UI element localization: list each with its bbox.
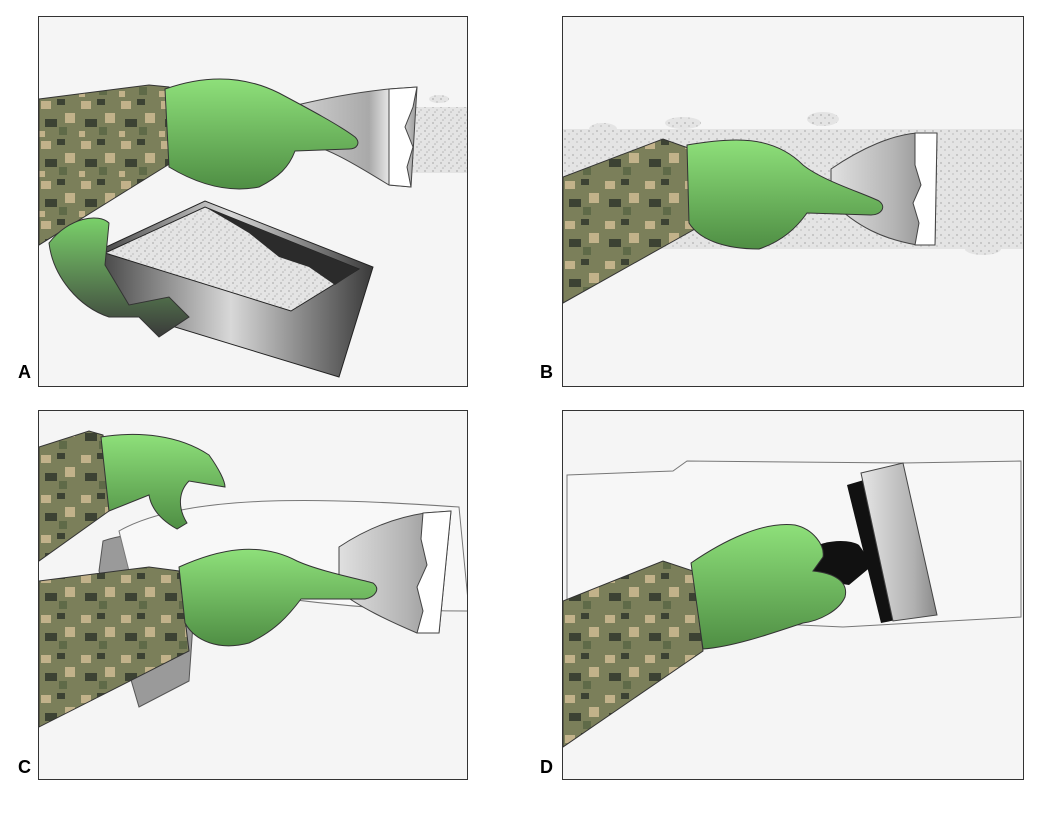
camo-sleeve-upper xyxy=(39,430,110,562)
tray xyxy=(88,200,374,378)
panel-a xyxy=(38,16,468,387)
gloved-hand-pointing xyxy=(178,548,378,647)
gloved-hand-pointing xyxy=(686,139,884,250)
panel-label-b: B xyxy=(540,362,553,382)
panel-b-illustration xyxy=(563,112,1023,304)
putty-knife xyxy=(830,132,938,246)
gloved-hand-pointing xyxy=(164,78,359,190)
gloved-hand-gripping xyxy=(690,523,847,650)
camo-sleeve-lower xyxy=(39,566,190,728)
panel-c-illustration xyxy=(39,430,467,728)
gloved-hand-upper xyxy=(100,433,226,530)
panel-c xyxy=(38,410,468,780)
panel-d xyxy=(562,410,1024,780)
panel-a-illustration xyxy=(39,78,467,378)
putty-knife xyxy=(338,510,452,634)
putty-knife xyxy=(296,86,418,188)
gloved-hand-holding-tray xyxy=(48,217,190,338)
panel-label-a: A xyxy=(18,362,31,382)
panel-label-d: D xyxy=(540,757,553,777)
panel-label-c: C xyxy=(18,757,31,777)
panel-d-illustration xyxy=(563,460,1022,748)
panel-b xyxy=(562,16,1024,387)
